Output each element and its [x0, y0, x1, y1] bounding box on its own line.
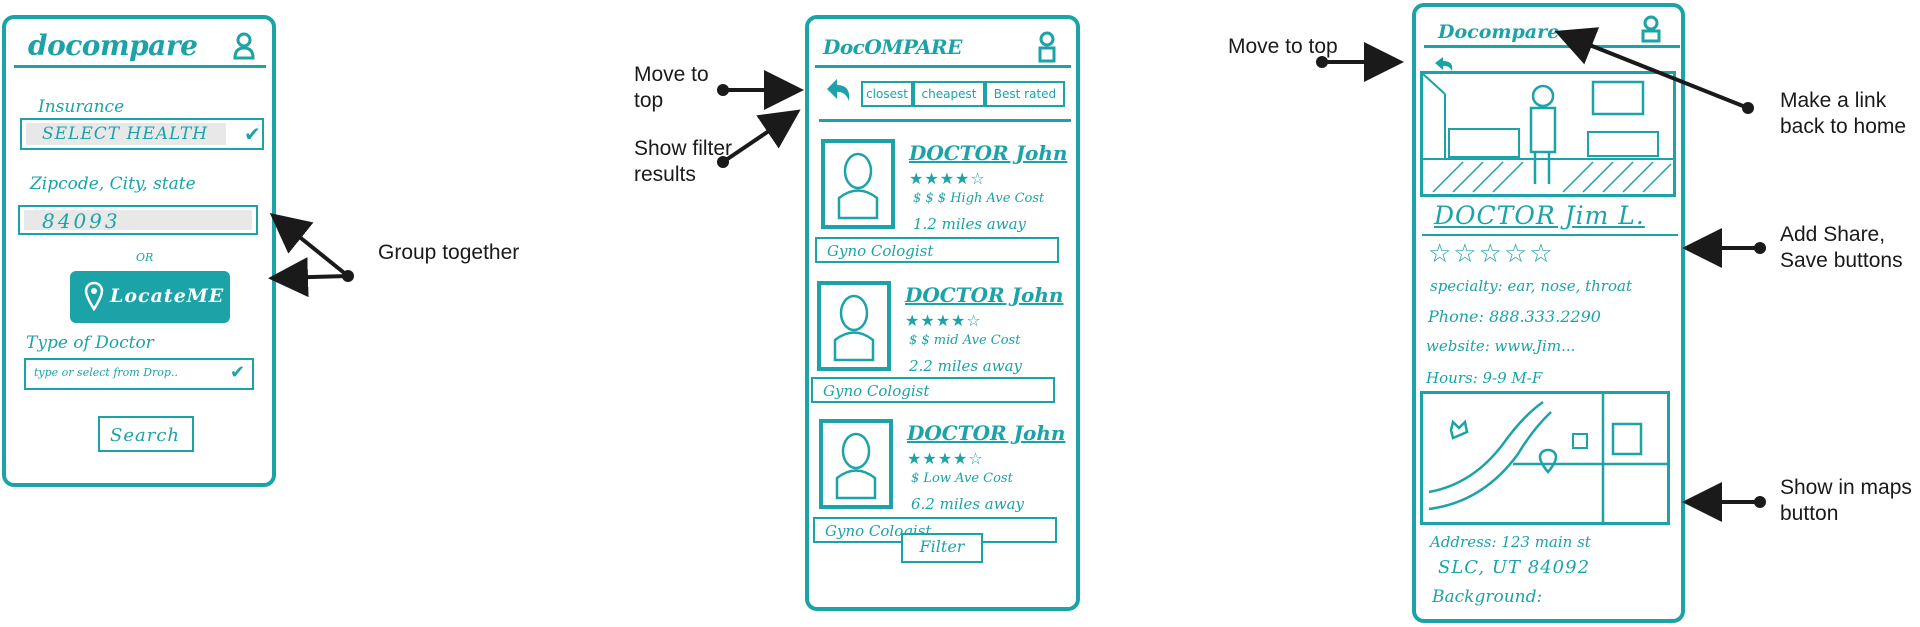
note-share-save: Add Share, Save buttons [1780, 223, 1903, 272]
distance: 1.2 miles away [913, 215, 1026, 233]
doctor-avatar [817, 281, 891, 371]
header-divider [815, 65, 1071, 68]
note-group-together: Group together [378, 241, 520, 264]
tab-best-rated[interactable]: Best rated [985, 81, 1065, 107]
rating-stars: ★★★★☆ [909, 169, 986, 188]
search-screen: docompare Insurance SELECT HEALTH ✔ Zipc… [2, 15, 276, 487]
note-move-to-top: Move to top [634, 63, 709, 112]
zip-input[interactable]: 84093 [18, 205, 258, 235]
detail-screen: Docompare DOCTOR Jim L. [1412, 3, 1685, 623]
app-logo[interactable]: DocOMPARE [823, 35, 962, 59]
back-arrow-icon[interactable] [823, 77, 853, 107]
tab-cheapest[interactable]: cheapest [913, 81, 985, 107]
note-maps-button: Show in maps button [1780, 476, 1912, 525]
phone[interactable]: Phone: 888.333.2290 [1428, 307, 1601, 326]
user-icon[interactable] [232, 31, 256, 61]
or-text: OR [136, 251, 154, 264]
doctor-type-input[interactable]: type or select from Drop.. ✔ [24, 358, 254, 390]
doctor-type-label: Type of Doctor [26, 333, 154, 353]
cost-level: $ $ mid Ave Cost [909, 333, 1021, 348]
tabs-divider [819, 119, 1071, 122]
insurance-label: Insurance [38, 97, 125, 117]
locate-me-button[interactable]: LocateME [70, 271, 230, 323]
doctor-name[interactable]: DOCTOR John [907, 421, 1066, 445]
cost-level: $ $ $ High Ave Cost [913, 191, 1045, 206]
tab-closest[interactable]: closest [861, 81, 913, 107]
location-map[interactable] [1420, 391, 1670, 525]
doctor-type-placeholder: type or select from Drop.. [34, 366, 178, 379]
arrow-group-together-a [269, 212, 350, 278]
insurance-value: SELECT HEALTH [42, 124, 209, 144]
chevron-down-icon: ✔ [244, 122, 261, 146]
specialty-badge: Gyno Cologist [811, 377, 1055, 403]
name-divider [1422, 234, 1678, 236]
filter-button[interactable]: Filter [901, 533, 983, 563]
cost-level: $ Low Ave Cost [911, 471, 1013, 486]
doctor-name: DOCTOR Jim L. [1434, 201, 1645, 230]
locate-me-label: LocateME [110, 285, 225, 307]
result-card[interactable]: DOCTOR John ★★★★☆ $ $ mid Ave Cost 2.2 m… [809, 281, 1077, 421]
app-logo[interactable]: Docompare [1438, 21, 1560, 43]
insurance-select[interactable]: SELECT HEALTH ✔ [20, 118, 264, 150]
arrow-group-together-b [268, 257, 349, 298]
search-button[interactable]: Search [98, 416, 194, 452]
note-move-to-top: Move to top [1228, 35, 1338, 58]
user-icon[interactable] [1640, 15, 1662, 43]
specialty-badge: Gyno Cologist [815, 237, 1059, 263]
location-pin-icon [84, 281, 104, 315]
chevron-down-icon: ✔ [230, 362, 246, 383]
header-divider [1424, 45, 1680, 48]
background-label: Background: [1432, 587, 1543, 607]
doctor-avatar [819, 419, 893, 509]
rating-stars: ☆☆☆☆☆ [1428, 239, 1555, 269]
zip-label: Zipcode, City, state [30, 174, 196, 194]
back-arrow-icon[interactable] [1432, 55, 1456, 77]
doctor-name[interactable]: DOCTOR John [905, 283, 1064, 307]
address-line1: Address: 123 main st [1430, 533, 1591, 551]
distance: 6.2 miles away [911, 495, 1024, 513]
user-icon[interactable] [1037, 31, 1057, 63]
search-button-label: Search [110, 425, 180, 446]
doctor-name[interactable]: DOCTOR John [909, 141, 1068, 165]
result-card[interactable]: DOCTOR John ★★★★☆ $ $ $ High Ave Cost 1.… [809, 139, 1077, 279]
hours: Hours: 9-9 M-F [1426, 369, 1543, 387]
header-divider [14, 65, 266, 68]
results-screen: DocOMPARE closest cheapest Best rated DO… [805, 15, 1080, 611]
note-show-filter: Show filter results [634, 137, 733, 186]
rating-stars: ★★★★☆ [907, 449, 984, 468]
note-home-link: Make a link back to home [1780, 89, 1907, 138]
zip-value: 84093 [42, 209, 121, 233]
distance: 2.2 miles away [909, 357, 1022, 375]
website[interactable]: website: www.Jim... [1426, 337, 1576, 355]
specialty: specialty: ear, nose, throat [1430, 277, 1632, 295]
doctor-avatar [821, 139, 895, 229]
address-line2: SLC, UT 84092 [1438, 557, 1591, 578]
app-logo[interactable]: docompare [28, 29, 198, 62]
rating-stars: ★★★★☆ [905, 311, 982, 330]
office-photo [1420, 71, 1676, 197]
